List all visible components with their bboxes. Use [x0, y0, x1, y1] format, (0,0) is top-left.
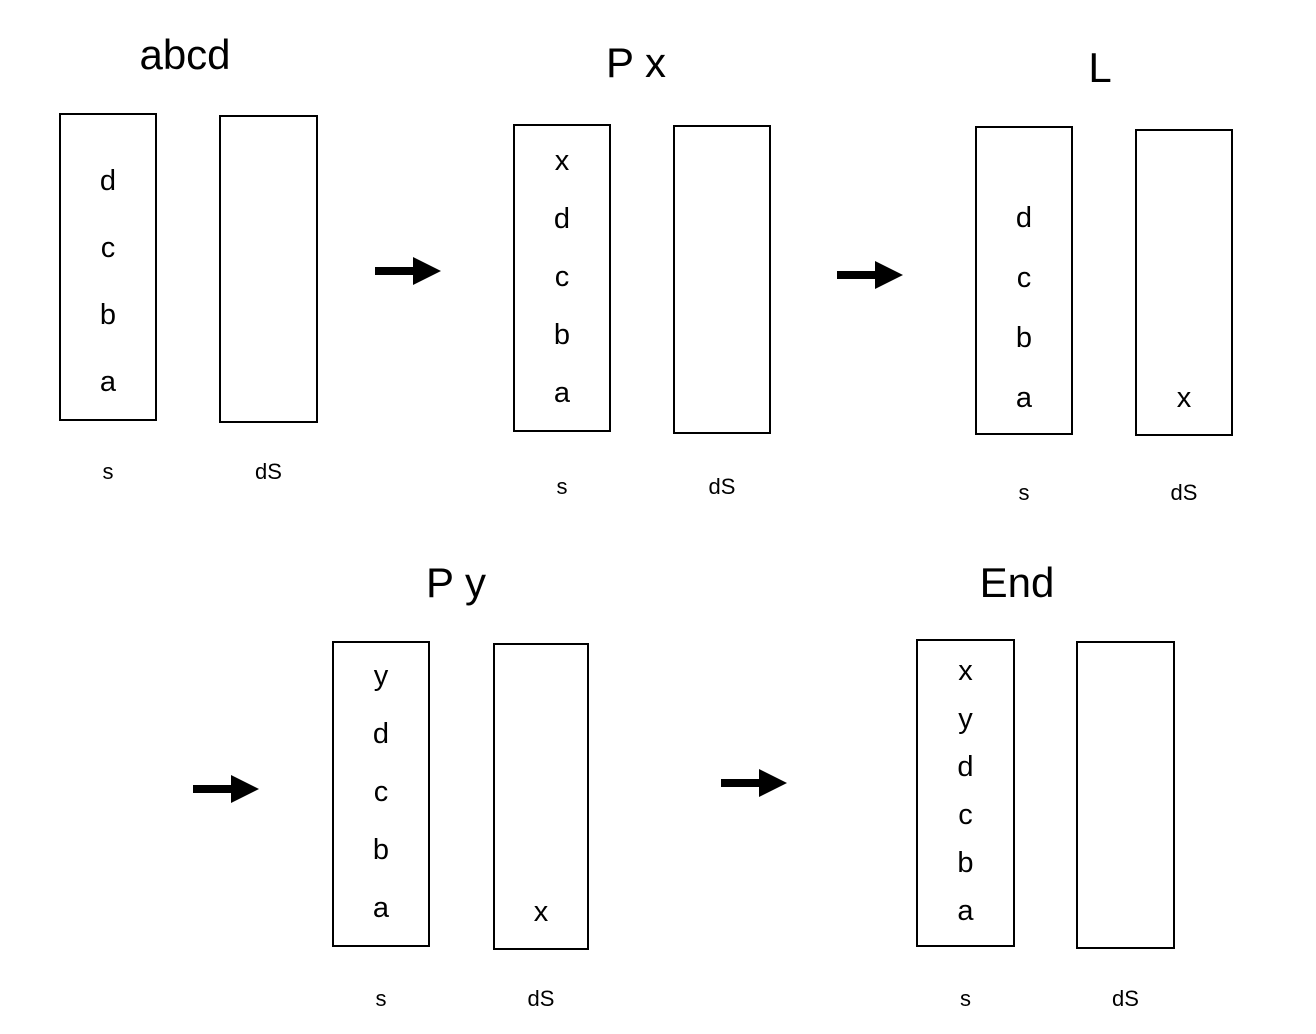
right-arrow-icon	[721, 769, 787, 797]
panel-title: abcd	[139, 31, 231, 78]
stack-item: a	[553, 376, 571, 409]
stack-item: c	[958, 798, 973, 831]
panel-title: P y	[426, 559, 486, 606]
right-arrow-icon	[193, 775, 259, 803]
stack-item: y	[958, 702, 973, 735]
stack-ds-items: x	[1137, 131, 1231, 434]
stack-item: d	[372, 717, 390, 750]
stack-item: c	[1016, 261, 1032, 294]
stack-item: a	[957, 894, 974, 927]
stack-item: b	[553, 318, 571, 351]
stack-ds-label: dS	[1170, 480, 1198, 505]
stack-item: x	[554, 144, 570, 177]
stack-ds-items: x	[495, 645, 587, 948]
stack-s: d c b a	[975, 126, 1073, 435]
stack-s: x y d c b a	[916, 639, 1015, 947]
stack-s-items: d c b a	[977, 128, 1071, 433]
stack-s-label: s	[556, 474, 568, 499]
stack-ds	[219, 115, 318, 423]
stack-item: a	[99, 366, 117, 398]
right-arrow-icon	[375, 257, 441, 285]
stack-item: d	[553, 202, 571, 235]
stack-ds: x	[493, 643, 589, 950]
stack-ds-label: dS	[527, 986, 555, 1011]
stack-item: a	[1015, 381, 1033, 414]
stack-ds-label: dS	[255, 459, 282, 484]
stack-item: d	[957, 750, 974, 783]
stack-item: x	[958, 654, 973, 687]
stack-s-label: s	[1018, 480, 1030, 505]
stack-item: c	[554, 260, 570, 293]
stack-s-items: y d c b a	[334, 643, 428, 945]
stack-s-items: x d c b a	[515, 126, 609, 430]
stack-item: a	[372, 891, 390, 924]
stack-item: c	[373, 775, 389, 808]
stack-item: x	[1176, 381, 1192, 414]
stack-item: b	[99, 299, 117, 331]
panel-title: P x	[606, 39, 666, 86]
stack-s: d c b a	[59, 113, 157, 421]
stack-s-items: d c b a	[61, 115, 155, 419]
stack-ds: x	[1135, 129, 1233, 436]
stack-item: d	[1015, 201, 1033, 234]
stack-item: y	[373, 659, 389, 692]
stack-s-label: s	[102, 459, 114, 484]
stack-ds-label: dS	[708, 474, 736, 499]
stack-s-label: s	[960, 986, 971, 1011]
stack-s: x d c b a	[513, 124, 611, 432]
stack-ds	[673, 125, 771, 434]
panel-title: End	[979, 559, 1055, 606]
stack-ds-label: dS	[1112, 986, 1139, 1011]
panel-title: L	[1088, 44, 1112, 91]
stack-s-label: s	[375, 986, 387, 1011]
stack-item: c	[100, 232, 116, 264]
stack-s: y d c b a	[332, 641, 430, 947]
stack-item: b	[957, 846, 974, 879]
right-arrow-icon	[837, 261, 903, 289]
stack-item: d	[99, 165, 117, 197]
stack-s-items: x y d c b a	[918, 641, 1013, 945]
stack-item: b	[372, 833, 390, 866]
stack-item: b	[1015, 321, 1033, 354]
stack-item: x	[533, 895, 549, 928]
stack-ds	[1076, 641, 1175, 949]
